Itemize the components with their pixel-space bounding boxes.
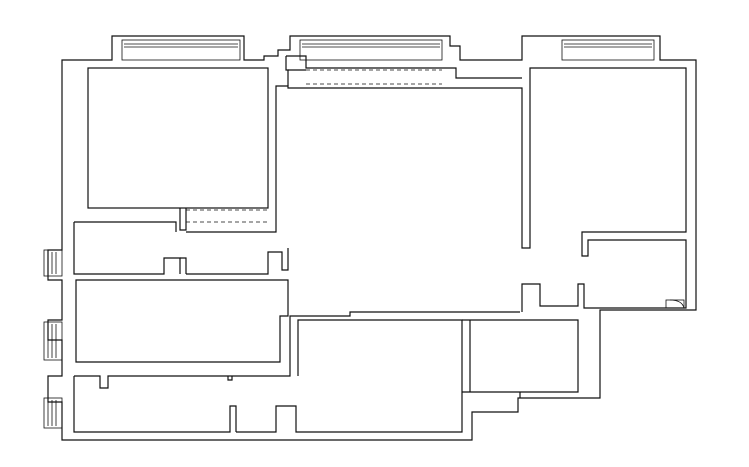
living-area-outline: [275, 67, 687, 312]
room-bottom-left: [73, 311, 520, 433]
bottom-left-room-notch: [227, 376, 233, 381]
top-middle-left-step: [285, 56, 289, 86]
room-middle-left: [75, 279, 289, 363]
top-middle-strip: [286, 55, 522, 79]
opening-top-middle: [306, 69, 442, 85]
closet-corner-detail: [665, 299, 685, 309]
opening-bedroom-top-left: [186, 209, 268, 223]
room-left-strip: [73, 218, 289, 275]
outer-wall: [47, 35, 697, 441]
left-strip-stub: [180, 257, 187, 274]
left-window-stubs: [43, 249, 63, 429]
bottom-left-room-right-part: [236, 319, 463, 433]
window-bay-left: [121, 39, 241, 61]
room-bottom-right: [462, 319, 579, 398]
window-bay-right: [561, 39, 655, 61]
room-bedroom-top-left: [87, 67, 269, 209]
window-bay-middle: [299, 39, 443, 61]
bedroom-top-left-door-jamb: [179, 208, 187, 231]
